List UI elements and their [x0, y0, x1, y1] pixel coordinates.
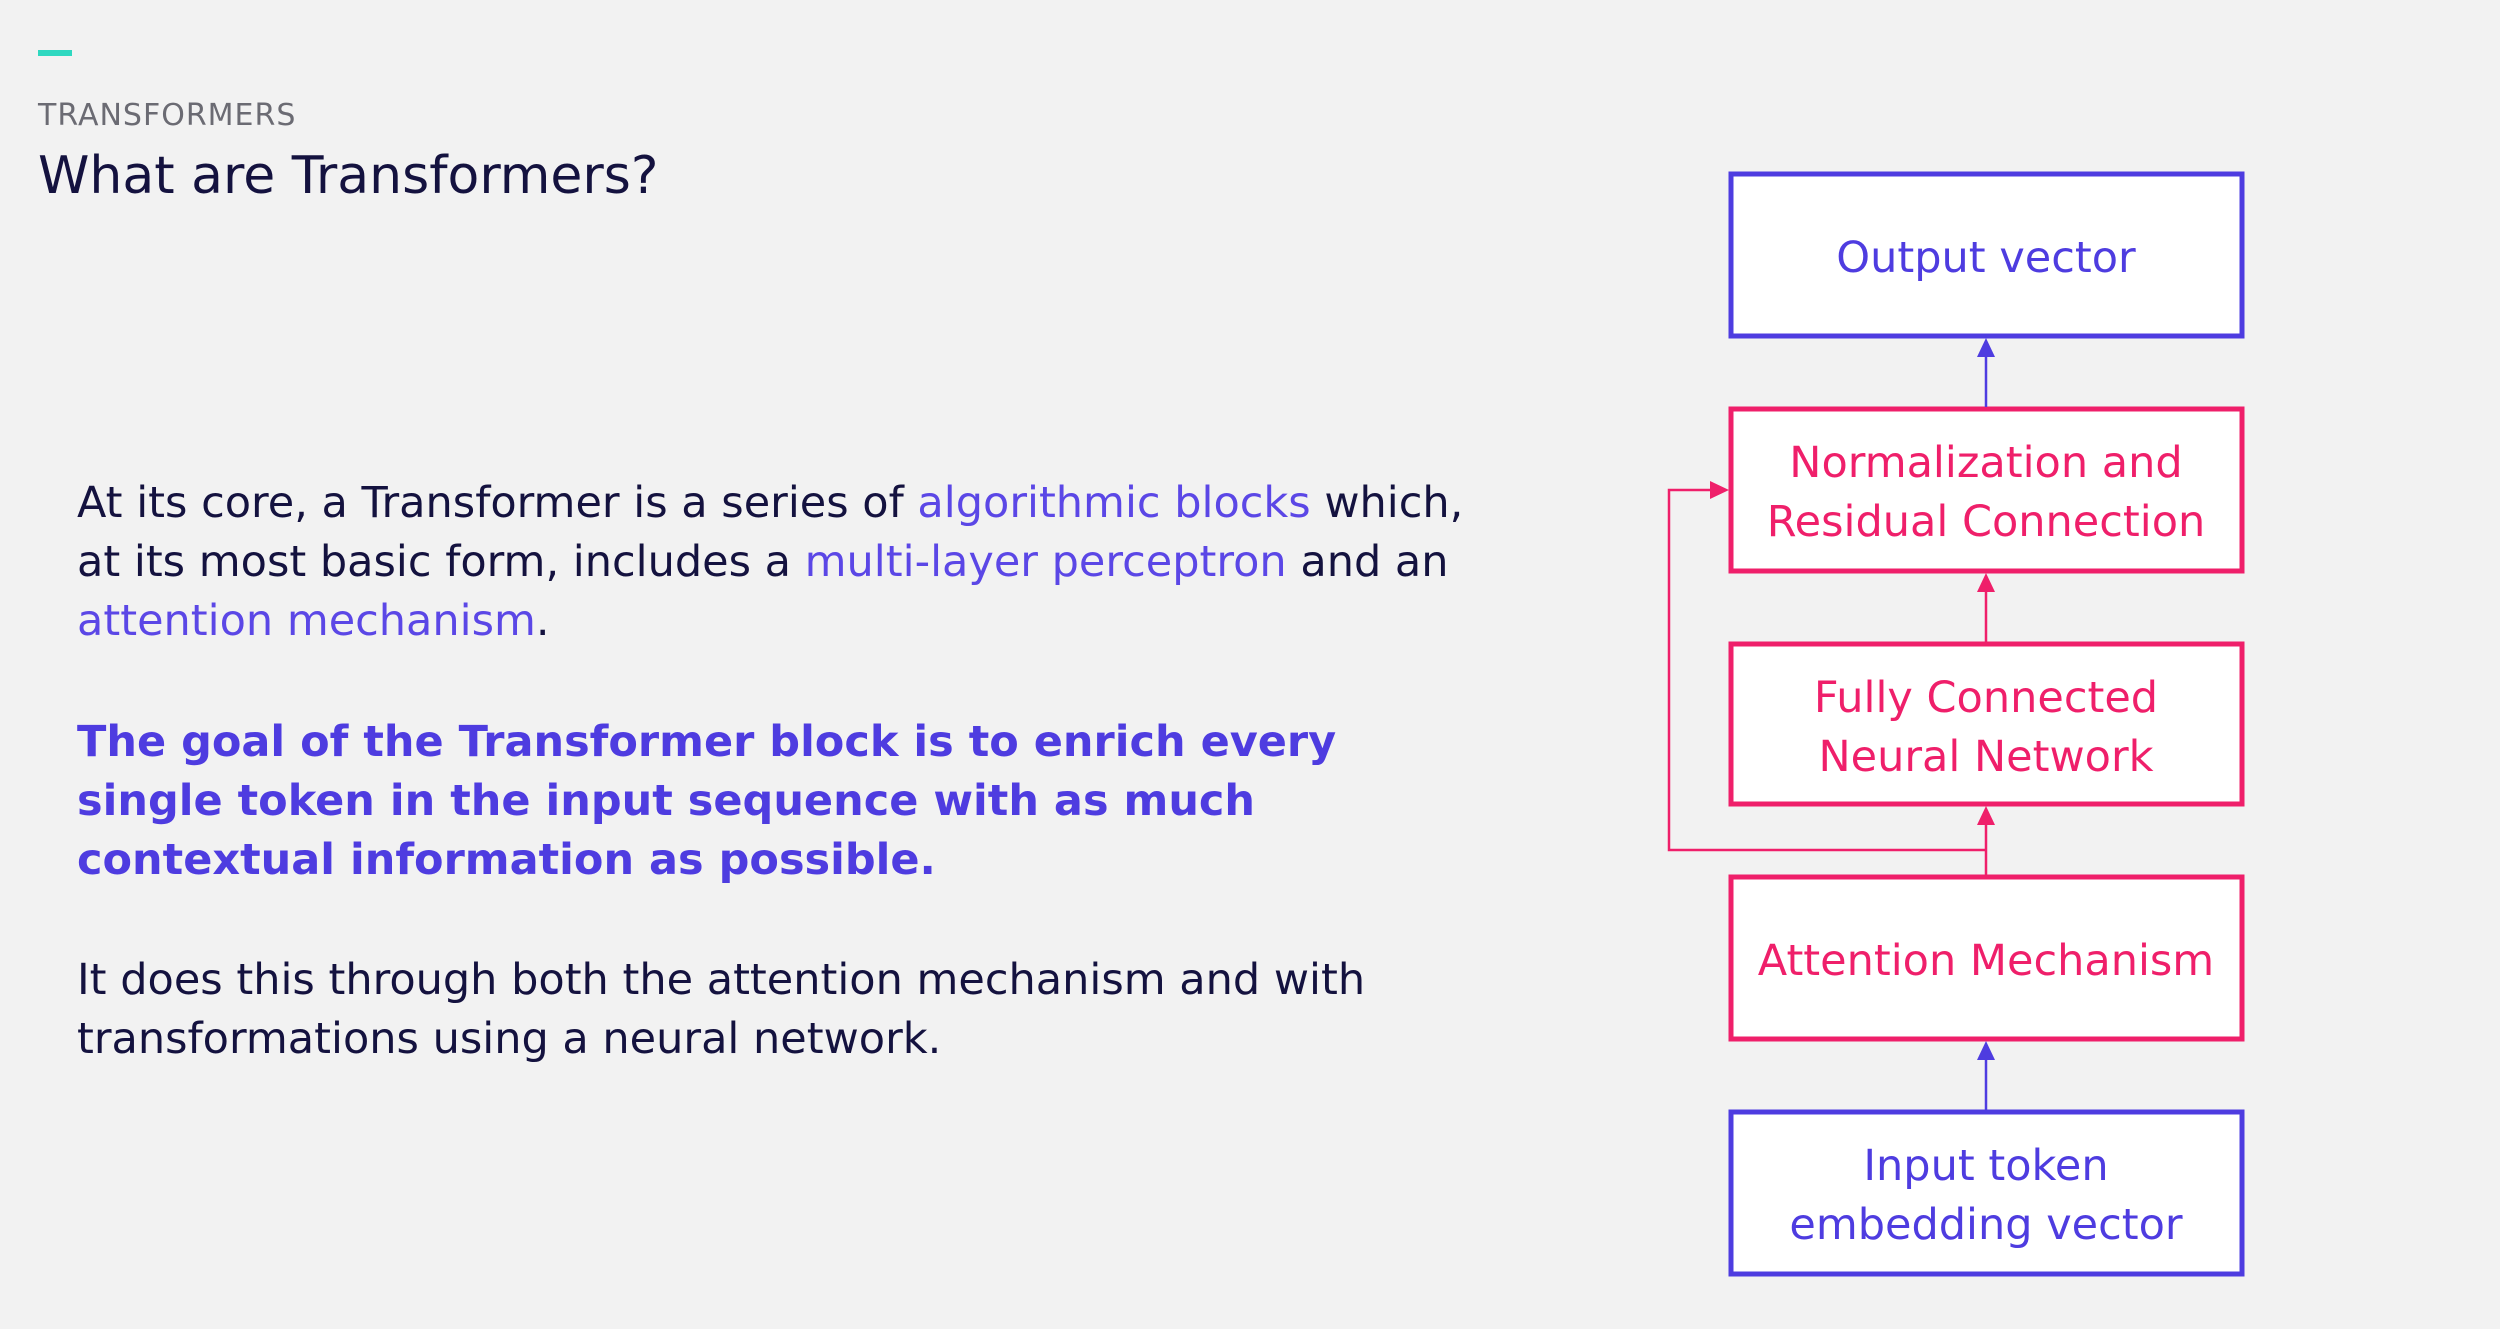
- normalization-label-line1: Normalization and: [1789, 438, 2182, 488]
- output-vector-label: Output vector: [1836, 233, 2136, 283]
- section-kicker: TRANSFORMERS: [38, 98, 297, 133]
- normalization-box: [1728, 406, 2245, 574]
- arrowhead-attention-to-fc: [1977, 806, 1995, 825]
- attention-mechanism-label: Attention Mechanism: [1758, 936, 2214, 986]
- intro-text-1: At its core, a Transformer is a series o…: [77, 478, 918, 528]
- paragraph-intro: At its core, a Transformer is a series o…: [77, 474, 1477, 651]
- fully-connected-label-line1: Fully Connected: [1814, 673, 2158, 723]
- accent-bar: [38, 50, 72, 56]
- paragraph-method: It does this through both the attention …: [77, 955, 1366, 1064]
- highlight-attention-mechanism: attention mechanism: [77, 596, 536, 646]
- paragraph-goal: The goal of the Transformer block is to …: [77, 717, 1337, 885]
- highlight-multi-layer-perceptron: multi-layer perceptron: [804, 537, 1287, 587]
- normalization-label-line2: Residual Connection: [1767, 497, 2206, 547]
- slide-title: What are Transformers?: [38, 146, 659, 206]
- intro-text-4: .: [535, 596, 550, 646]
- fully-connected-label-line2: Neural Network: [1818, 732, 2153, 782]
- highlight-algorithmic-blocks: algorithmic blocks: [917, 478, 1311, 528]
- arrowhead-fc-to-normalization: [1977, 573, 1995, 592]
- arrowhead-residual-connection: [1710, 481, 1729, 499]
- arrowhead-input-to-attention: [1977, 1041, 1995, 1060]
- intro-text-2: which, at its most basic form, includes …: [77, 478, 1464, 587]
- attention-mechanism-box: [1728, 874, 2245, 1042]
- input-embedding-box: [1728, 1109, 2245, 1277]
- input-embedding-label-line2: embedding vector: [1789, 1200, 2183, 1250]
- fully-connected-box: [1728, 641, 2245, 807]
- arrowhead-normalization-to-output: [1977, 338, 1995, 357]
- intro-text-3: and an: [1286, 537, 1449, 587]
- input-embedding-label-line1: Input token: [1863, 1141, 2108, 1191]
- output-vector-box: [1728, 171, 2245, 339]
- residual-connection-line: [1667, 488, 1986, 852]
